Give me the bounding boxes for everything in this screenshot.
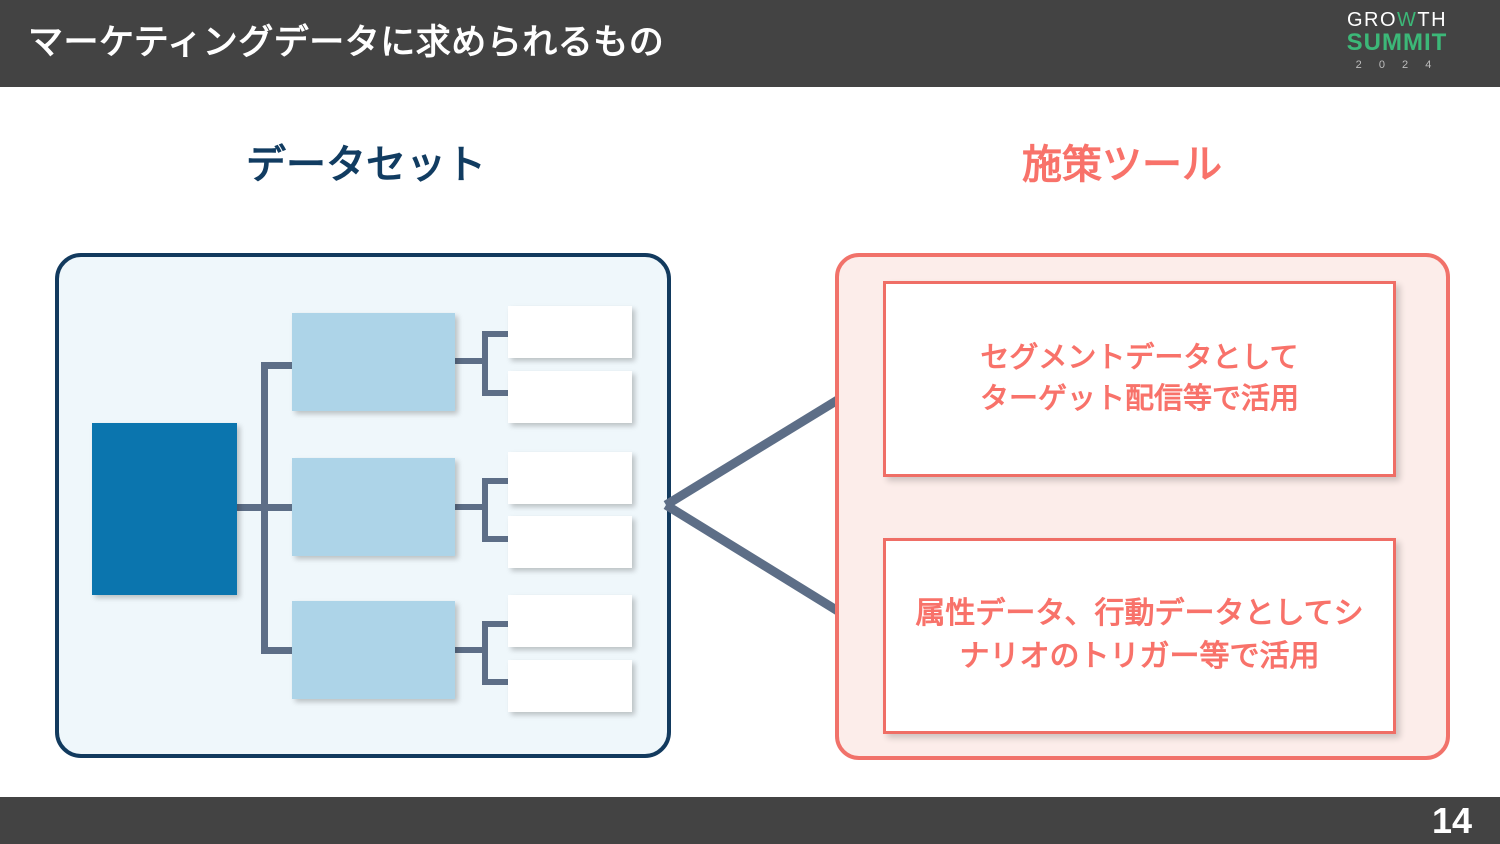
connector-mid2-leaf1 (482, 478, 510, 484)
heading-dataset: データセット (246, 143, 486, 187)
tree-node-branch-2[interactable] (292, 458, 455, 556)
tree-node-leaf-3-2[interactable] (508, 660, 632, 712)
logo-line-summit: SUMMIT (1346, 29, 1448, 56)
connector-mid1-stub (455, 358, 485, 364)
policy-card-attribute-text: 属性データ、行動データとしてシ ナリオのトリガー等で活用 (915, 597, 1364, 673)
policy-card-attribute[interactable]: 属性データ、行動データとしてシ ナリオのトリガー等で活用 (883, 538, 1396, 734)
page-title: マーケティングデータに求められるもの (28, 23, 665, 62)
connector-mid2-leaf2 (482, 536, 510, 542)
arrow-to-attribute-card (663, 501, 886, 641)
connector-mid2-spine (482, 478, 488, 542)
tree-node-branch-3[interactable] (292, 601, 455, 699)
logo-line-year: 2 0 2 4 (1355, 59, 1439, 71)
connector-mid1-leaf2 (482, 390, 510, 396)
logo-text-gro: GRO (1346, 9, 1397, 31)
logo-line-growth: GROWTH (1322, 10, 1472, 30)
connector-mid3-leaf1 (482, 621, 510, 627)
tree-node-leaf-2-1[interactable] (508, 452, 632, 504)
policy-card-segment[interactable]: セグメントデータとして ターゲット配信等で活用 (883, 281, 1396, 477)
connector-branch-3 (261, 647, 294, 654)
tree-node-leaf-1-2[interactable] (508, 371, 632, 423)
fork-arrows (663, 370, 886, 641)
logo-text-w: W (1397, 9, 1418, 31)
connector-mid2-stub (455, 504, 485, 510)
arrow-to-segment-card (663, 370, 886, 509)
connector-mid1-spine (482, 331, 488, 396)
page-number: 14 (1431, 800, 1472, 841)
heading-policy-tools: 施策ツール (1022, 143, 1222, 187)
tree-node-leaf-1-1[interactable] (508, 306, 632, 358)
slide-footer (0, 797, 1500, 844)
growth-summit-logo: GROWTH SUMMIT 2 0 2 4 (1322, 8, 1472, 80)
connector-root-stub (237, 504, 267, 511)
logo-text-th: TH (1417, 9, 1448, 31)
connector-mid1-leaf1 (482, 331, 510, 337)
tree-node-leaf-3-1[interactable] (508, 595, 632, 647)
tree-node-root[interactable] (92, 423, 237, 595)
connector-branch-1 (261, 362, 294, 369)
policy-card-segment-text: セグメントデータとして ターゲット配信等で活用 (979, 341, 1299, 415)
tree-node-leaf-2-2[interactable] (508, 516, 632, 568)
connector-branch-2 (261, 504, 294, 511)
connector-mid3-spine (482, 621, 488, 685)
connector-mid3-stub (455, 647, 485, 653)
slide-header: マーケティングデータに求められるもの GROWTH SUMMIT 2 0 2 4 (0, 0, 1500, 87)
tree-node-branch-1[interactable] (292, 313, 455, 411)
connector-mid3-leaf2 (482, 679, 510, 685)
